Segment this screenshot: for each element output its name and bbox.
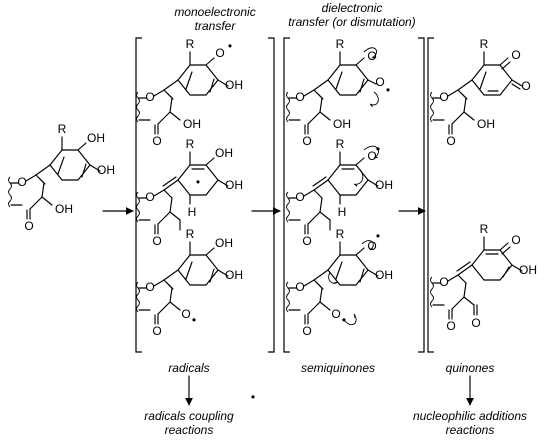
label-radicals: radicals	[168, 361, 209, 375]
bracket-radicals-right	[268, 37, 275, 353]
svg-text:OH: OH	[333, 117, 351, 131]
structure-semiquinone-2: O R O • OH H O	[286, 137, 393, 248]
svg-text:R: R	[480, 37, 489, 51]
svg-text:R: R	[336, 227, 345, 241]
svg-text:O: O	[367, 239, 376, 253]
svg-text:OH: OH	[215, 236, 233, 250]
svg-text:•: •	[376, 229, 380, 243]
svg-text:OH: OH	[519, 263, 537, 277]
svg-text:OH: OH	[55, 202, 73, 216]
svg-text:R: R	[336, 37, 345, 51]
svg-text:•: •	[192, 313, 196, 327]
structure-ortho-quinone: O R O O OH O	[430, 37, 531, 148]
svg-text:OH: OH	[225, 268, 243, 282]
svg-text:O: O	[375, 75, 384, 89]
svg-text:O: O	[446, 319, 455, 333]
structure-radical-oxyl: O R OH OH O • O	[136, 227, 243, 338]
svg-text:O: O	[367, 149, 376, 163]
svg-text:R: R	[186, 37, 195, 51]
header-dielectronic: dielectronic	[322, 1, 383, 15]
svg-text:O: O	[331, 307, 340, 321]
svg-text:•: •	[196, 175, 200, 189]
bracket-semiquinones-right	[418, 37, 425, 353]
structure-semiquinone-3: O R O • OH O • O	[286, 227, 393, 338]
svg-text:•: •	[376, 142, 380, 156]
svg-text:•: •	[386, 83, 390, 97]
structure-semiquinone-1: O R O O • OH O	[286, 37, 390, 148]
svg-text:R: R	[480, 222, 489, 236]
svg-text:O: O	[446, 134, 455, 148]
header-transfer: transfer	[195, 19, 237, 33]
svg-text:O: O	[181, 307, 190, 321]
svg-text:OH: OH	[375, 178, 393, 192]
svg-text:OH: OH	[375, 268, 393, 282]
svg-text:O: O	[152, 324, 161, 338]
bracket-quinones-left	[427, 37, 434, 353]
header-dismutation: transfer (or dismutation)	[288, 15, 415, 29]
svg-text:•: •	[228, 39, 232, 53]
svg-text:R: R	[186, 227, 195, 241]
label-nucleophilic-reactions: reactions	[446, 423, 495, 437]
svg-text:O: O	[471, 316, 480, 330]
svg-text:O: O	[24, 219, 33, 233]
svg-text:OH: OH	[477, 117, 495, 131]
svg-text:O: O	[511, 48, 520, 62]
svg-text:O: O	[17, 175, 26, 189]
structure-catechol: O R OH OH OH O	[8, 122, 115, 233]
stray-dot: •	[251, 390, 255, 404]
svg-text:O: O	[439, 275, 448, 289]
svg-text:R: R	[186, 137, 195, 151]
structure-radical-carbon: O R OH OH H • O	[136, 137, 243, 248]
label-coupling-reactions: radicals coupling	[144, 409, 234, 423]
bracket-radicals-left	[135, 37, 142, 353]
svg-text:O: O	[302, 234, 311, 248]
structure-radical-phenoxyl: O R O • OH OH O	[136, 37, 243, 148]
svg-text:O: O	[295, 190, 304, 204]
structure-quinone-methide: O R O OH O O	[430, 222, 537, 333]
svg-text:O: O	[302, 324, 311, 338]
svg-text:R: R	[336, 137, 345, 151]
svg-text:O: O	[215, 46, 224, 60]
svg-text:O: O	[145, 90, 154, 104]
svg-text:OH: OH	[215, 146, 233, 160]
svg-text:O: O	[152, 134, 161, 148]
svg-text:OH: OH	[225, 78, 243, 92]
svg-text:O: O	[439, 90, 448, 104]
svg-text:H: H	[338, 205, 347, 219]
svg-text:•: •	[342, 313, 346, 327]
label-nucleophilic-additions: nucleophilic additions	[413, 409, 527, 423]
svg-text:OH: OH	[97, 163, 115, 177]
svg-text:OH: OH	[87, 131, 105, 145]
svg-text:OH: OH	[225, 178, 243, 192]
header-monoelectronic: monoelectronic	[174, 5, 255, 19]
label-coupling-reactions-2: reactions	[165, 423, 214, 437]
svg-text:O: O	[152, 234, 161, 248]
bracket-semiquinones-left	[283, 37, 290, 353]
label-semiquinones: semiquinones	[301, 361, 375, 375]
svg-text:O: O	[521, 79, 530, 93]
svg-text:R: R	[58, 122, 67, 136]
svg-text:O: O	[511, 233, 520, 247]
svg-text:O: O	[367, 49, 376, 63]
svg-text:H: H	[188, 205, 197, 219]
svg-text:O: O	[295, 90, 304, 104]
svg-text:OH: OH	[183, 117, 201, 131]
svg-text:O: O	[302, 134, 311, 148]
svg-text:O: O	[145, 280, 154, 294]
label-quinones: quinones	[446, 361, 495, 375]
svg-text:O: O	[295, 280, 304, 294]
svg-text:O: O	[145, 190, 154, 204]
